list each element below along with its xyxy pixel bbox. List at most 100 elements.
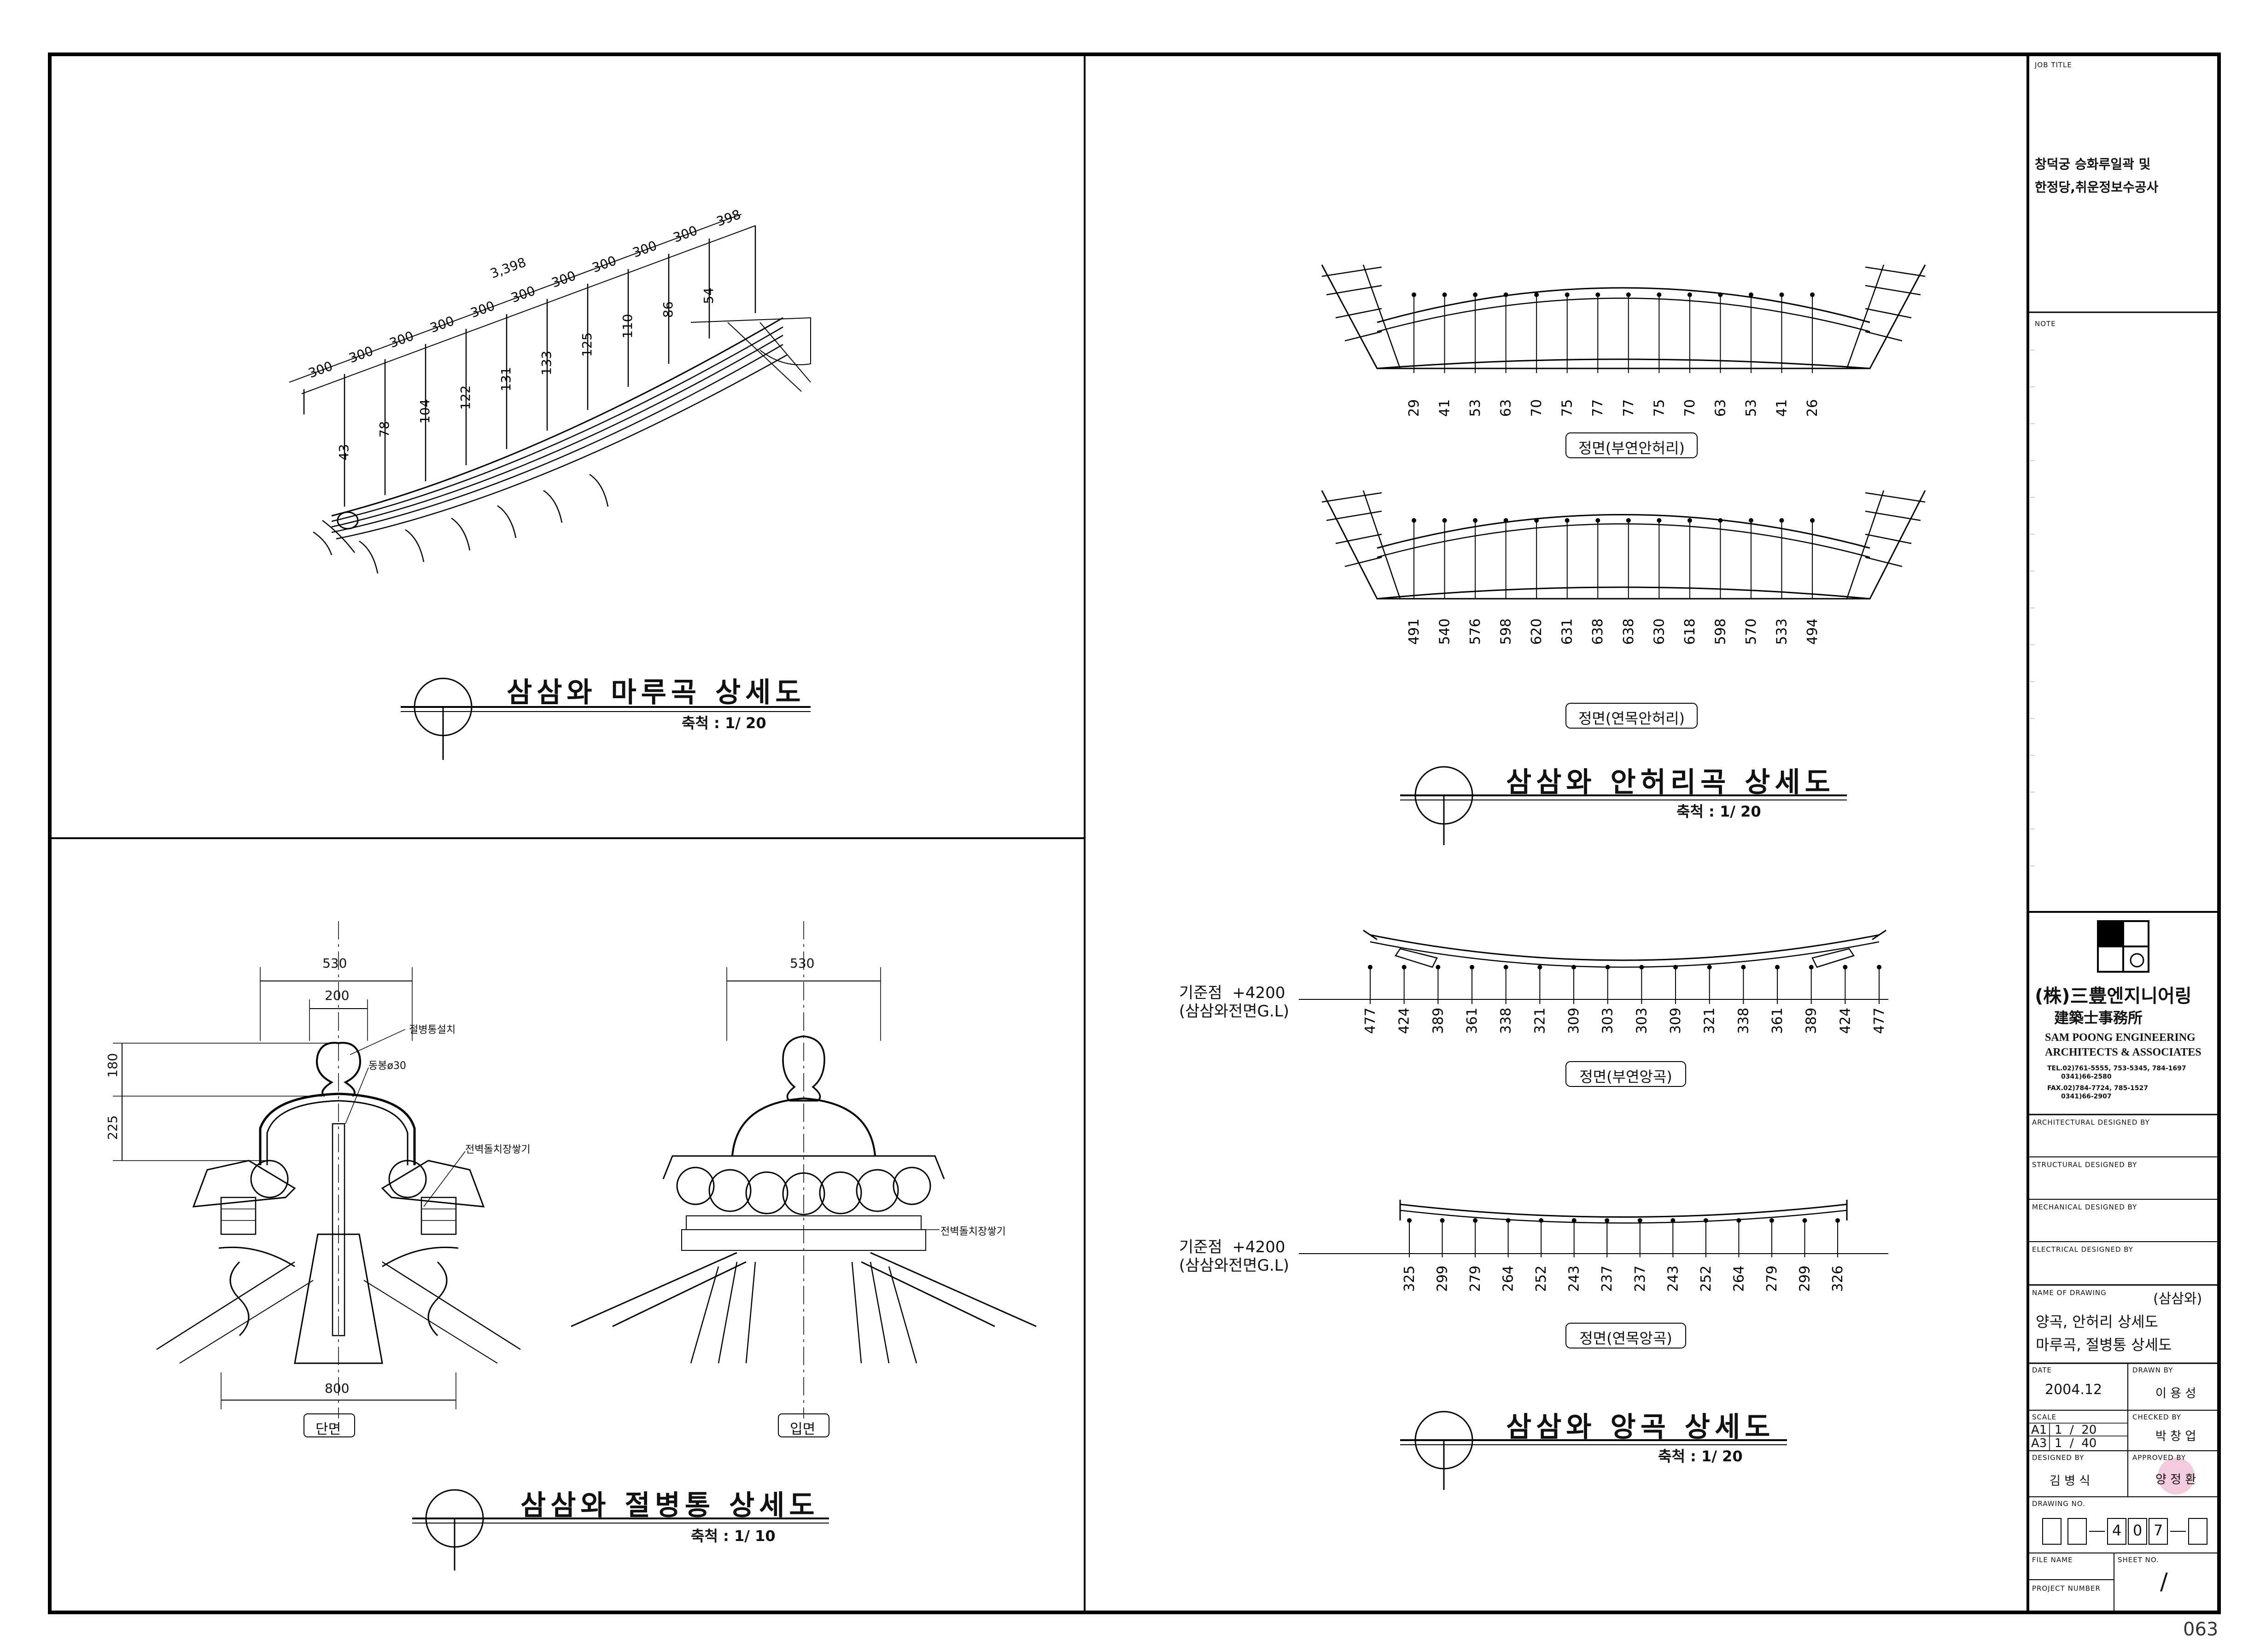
anggok-view2-dim-marker xyxy=(1736,1218,1741,1223)
ridge-segment-dim: 300 xyxy=(671,223,700,245)
callout-brick-section: 전벽돌치장쌓기 xyxy=(465,1144,531,1156)
callout-brick-elevation: 전벽돌치장쌓기 xyxy=(940,1226,1006,1238)
anggok-view2-dim-label: 237 xyxy=(1599,1266,1615,1292)
anggok-view2-dim-marker xyxy=(1802,1218,1807,1223)
date-value: 2004.12 xyxy=(2045,1382,2102,1398)
anheori-view2-dim-marker xyxy=(1779,518,1784,523)
anggok-view1-dim-label: 321 xyxy=(1702,1008,1718,1034)
anheori-view1-dim-label: 53 xyxy=(1467,399,1483,417)
anheori-view1-dim-marker xyxy=(1748,292,1753,297)
callout-copper-rod: 동봉ø30 xyxy=(368,1060,406,1072)
anggok-view2-dim-marker xyxy=(1440,1218,1445,1223)
anggok-scale: 축척 : 1/ 20 xyxy=(1658,1448,1743,1465)
ridge-segment-dim: 398 xyxy=(714,207,743,229)
ridge-offset-dim: 104 xyxy=(417,399,432,424)
anggok-view1-dim-marker xyxy=(1368,965,1372,969)
anheori-view2-dim-marker xyxy=(1810,518,1815,523)
name-of-drawing-paren: (삼삼와) xyxy=(2153,1291,2202,1307)
anggok-view1-dim-label: 389 xyxy=(1804,1008,1820,1034)
sheet-border xyxy=(48,53,2221,1614)
anheori-view2-dim-marker xyxy=(1687,518,1692,523)
anggok-view2-dim-marker xyxy=(1506,1218,1511,1223)
anggok-view2-dim-marker xyxy=(1407,1218,1412,1223)
note-ruling xyxy=(2030,350,2035,866)
anheori-view2-dim-marker xyxy=(1718,518,1723,523)
anggok-view2-dim-label: 279 xyxy=(1764,1266,1780,1292)
anggok-view1-dim-label: 309 xyxy=(1566,1008,1582,1034)
anggok-view2-dim-label: 252 xyxy=(1533,1266,1549,1292)
finial-scale: 축척 : 1/ 10 xyxy=(691,1527,776,1545)
anheori-view2-dim-marker xyxy=(1442,518,1447,523)
anggok-view1-dim-label: 361 xyxy=(1769,1008,1786,1034)
approved-by-value: 양 정 환 xyxy=(2155,1473,2196,1487)
anggok-view2-dim-marker xyxy=(1835,1218,1840,1223)
name-of-drawing-line1: 양곡, 안허리 상세도 xyxy=(2036,1313,2159,1331)
callout-finial-install: 절병통설치 xyxy=(409,1024,456,1036)
name-of-drawing-line2: 마루곡, 절병통 상세도 xyxy=(2036,1336,2172,1354)
anheori-view1-label: 정면(부연안허리) xyxy=(1578,439,1685,457)
anheori-view1-dim-marker xyxy=(1779,292,1784,297)
ridge-scale: 축척 : 1/ 20 xyxy=(682,714,766,732)
anheori-view1-dim-marker xyxy=(1412,292,1416,297)
anggok-view1-dim-label: 303 xyxy=(1634,1008,1650,1034)
ridge-offset-dim: 131 xyxy=(498,367,514,391)
checked-by-value: 박 창 업 xyxy=(2155,1430,2196,1443)
firm-english-line2: ARCHITECTS & ASSOCIATES xyxy=(2045,1046,2202,1058)
finial-title: 삼삼와 절병통 상세도 xyxy=(520,1489,819,1522)
anheori-view1-dim-marker xyxy=(1473,292,1478,297)
section-dim-180: 180 xyxy=(105,1053,120,1078)
anggok-view2-dim-marker xyxy=(1571,1218,1577,1223)
anggok-view2-dim-marker xyxy=(1473,1218,1478,1223)
anheori-view2-dim-marker xyxy=(1626,518,1631,523)
drawing-no-digit: 4 xyxy=(2112,1522,2122,1539)
anggok-title-symbol xyxy=(1400,1411,1787,1490)
anggok-view1-dim-label: 477 xyxy=(1362,1008,1378,1034)
ridge-curve-drawing xyxy=(289,214,811,574)
anheori-view1-dim-marker xyxy=(1565,292,1570,297)
date-label: DATE xyxy=(2032,1366,2052,1374)
anggok-datum2-line1: 기준점 +4200 xyxy=(1179,1238,1285,1256)
name-of-drawing-label: NAME OF DRAWING xyxy=(2032,1289,2107,1297)
ridge-offset-dim: 110 xyxy=(620,314,635,339)
anggok-view2-dim-marker xyxy=(1539,1218,1544,1223)
anggok-view2-dim-label: 326 xyxy=(1830,1266,1846,1292)
anggok-view1-dim-marker xyxy=(1503,965,1508,969)
anggok-view1-dim-marker xyxy=(1605,965,1610,969)
ridge-segment-dim: 300 xyxy=(631,238,659,260)
anheori-view1-dim-label: 41 xyxy=(1437,399,1453,417)
finial-elevation-drawing xyxy=(571,921,1037,1437)
anheori-view1-dim-label: 75 xyxy=(1559,399,1576,417)
drawing-no-label: DRAWING NO. xyxy=(2032,1500,2085,1508)
drawing-no-digit: 0 xyxy=(2132,1522,2143,1539)
anggok-view2-dim-label: 299 xyxy=(1435,1266,1451,1292)
section-dim-225: 225 xyxy=(105,1115,120,1140)
anggok-view1-dim-label: 309 xyxy=(1668,1008,1684,1034)
anheori-view2-dim-marker xyxy=(1657,518,1662,523)
page-number: 063 xyxy=(2183,1619,2219,1640)
anheori-view1-dim-marker xyxy=(1810,292,1815,297)
anggok-view1-dim-label: 477 xyxy=(1871,1008,1887,1034)
designed-by-label: DESIGNED BY xyxy=(2032,1454,2085,1462)
anggok-view1-dim-marker xyxy=(1673,965,1678,969)
ridge-segment-dim: 300 xyxy=(468,298,497,321)
anggok-view1-dim-marker xyxy=(1809,965,1814,969)
checked-by-label: CHECKED BY xyxy=(2132,1413,2181,1421)
anggok-view1-dim-marker xyxy=(1571,965,1576,969)
ridge-segment-dim: 300 xyxy=(347,343,375,366)
firm-fax-line1: FAX.02)784-7724, 785-1527 xyxy=(2047,1085,2148,1092)
anheori-view2-dim-label: 620 xyxy=(1529,619,1545,645)
anheori-view2-dim-label: 598 xyxy=(1712,619,1729,645)
ridge-offset-dim: 78 xyxy=(377,421,392,438)
mechanical-designed-label: MECHANICAL DESIGNED BY xyxy=(2032,1203,2137,1211)
ridge-offset-dim: 43 xyxy=(336,444,351,461)
anheori-view2-dim-label: 618 xyxy=(1682,619,1698,645)
anggok-label-boxes xyxy=(1565,1061,1686,1348)
anheori-view1-dim-marker xyxy=(1626,292,1631,297)
section-view-label: 단면 xyxy=(315,1421,341,1437)
firm-name-line2: 建築士事務所 xyxy=(2054,1009,2143,1027)
anggok-view2-dim-marker xyxy=(1769,1218,1774,1223)
ridge-offset-dim: 125 xyxy=(579,333,595,357)
anggok-view1-dim-label: 338 xyxy=(1498,1008,1514,1034)
anheori-view1-dim-label: 41 xyxy=(1774,399,1790,417)
anggok-view2-drawing xyxy=(1299,1200,1888,1254)
